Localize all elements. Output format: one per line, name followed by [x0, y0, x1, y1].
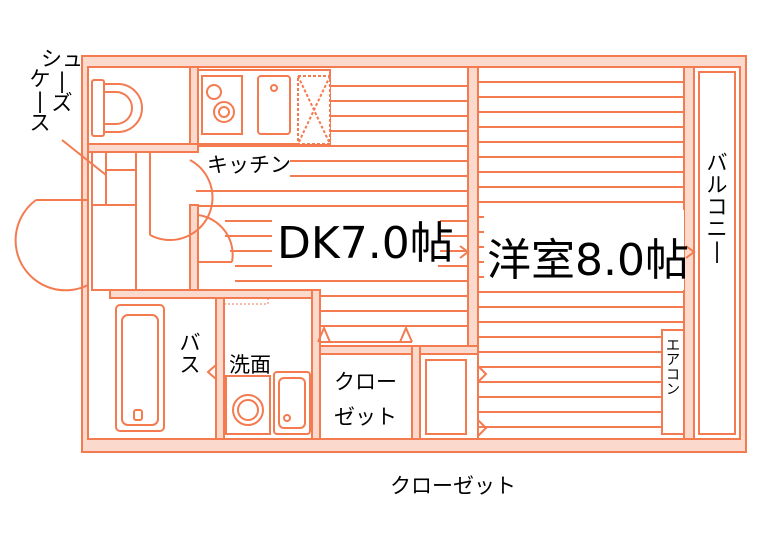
vertical-glyph: ケ: [30, 67, 51, 91]
closet-small: [317, 325, 413, 440]
vertical-glyph: ア: [666, 353, 680, 369]
vertical-glyph: |: [36, 89, 43, 114]
vertical-glyph: シュ: [41, 47, 83, 71]
wall-entry-right: [189, 204, 199, 291]
vertical-glyph: コ: [666, 367, 680, 383]
dk-room-label: DK7.0帖: [277, 218, 454, 269]
vertical-glyph: ス: [30, 111, 51, 135]
washroom-fixtures: [225, 371, 311, 435]
sink: [257, 75, 291, 135]
wall-bath-wash: [215, 297, 225, 440]
aircon-label: エアコン: [666, 338, 680, 398]
dk-arrow: [459, 245, 470, 259]
walls: [87, 66, 695, 440]
vertical-glyph: ズ: [52, 91, 73, 115]
vertical-glyph: ル: [707, 173, 728, 197]
entry: [14, 139, 234, 292]
closet-bottom-label: クローゼット: [390, 474, 516, 498]
western-label-bg: [484, 210, 684, 290]
toilet: [91, 79, 143, 137]
bath-label: バス: [180, 331, 201, 377]
closet-bottom: [419, 353, 488, 440]
aircon-unit: [661, 329, 685, 435]
vertical-glyph: |: [58, 69, 65, 94]
closet-small-label-line2: ゼット: [334, 405, 397, 429]
balcony-label: バルコニ|: [707, 151, 728, 264]
wall-toilet-right: [189, 66, 199, 153]
wall-closet-top: [319, 345, 479, 355]
bathtub: [115, 304, 217, 432]
wall-dk-western: [467, 66, 479, 348]
shoe-case-label-col1: シュ|ズ: [41, 47, 83, 115]
wall-toilet-bottom: [87, 143, 199, 153]
shoe-case: [91, 151, 137, 291]
vertical-glyph: コ: [707, 195, 728, 219]
vertical-glyph: ス: [180, 353, 201, 377]
kitchen-counter: [197, 69, 331, 145]
vertical-glyph: バ: [707, 151, 728, 175]
washroom-strip: [223, 297, 269, 305]
balcony-inner: [698, 71, 736, 435]
western-floor-stripes: [478, 81, 684, 428]
western-room-label: 洋室8.0帖: [487, 235, 689, 286]
vertical-glyph: エ: [666, 338, 680, 354]
wall-wash-right: [311, 289, 321, 440]
washroom-label: 洗面: [229, 353, 271, 377]
western-arrow: [685, 245, 696, 259]
vertical-glyph: バ: [180, 331, 201, 355]
wall-bath-top: [109, 289, 321, 299]
vertical-glyph: ニ: [707, 217, 728, 241]
closet-small-label-line1: クロー: [334, 370, 397, 394]
vertical-glyph: ン: [666, 382, 680, 398]
wall-closet-divider: [411, 345, 421, 440]
vertical-glyph: |: [713, 239, 720, 264]
shoe-case-label-col2: ケ|ス: [30, 67, 51, 135]
kitchen-label: キッチン: [207, 153, 291, 177]
dk-label-bg: [272, 210, 438, 268]
